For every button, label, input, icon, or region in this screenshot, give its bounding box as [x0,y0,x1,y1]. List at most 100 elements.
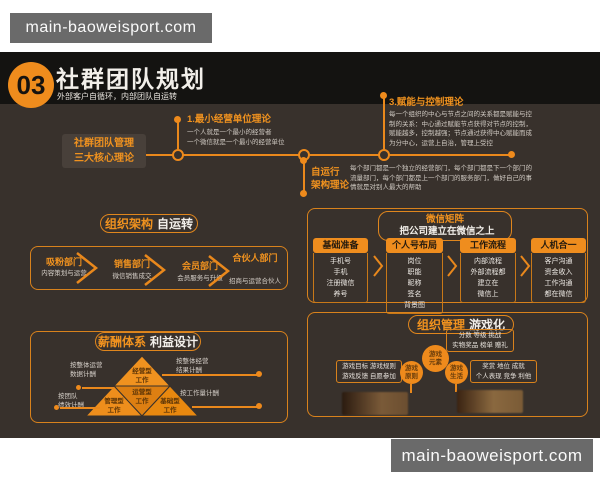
dept-4-desc: 招商与运营合伙人 [229,278,281,285]
card-body: 手机号 手机 注册微信 养号 [313,253,368,303]
watermark-bottom: main-baoweisport.com [391,439,593,472]
org-structure-title-rest: 自运转 [157,217,194,231]
card-item: 客户沟通 [544,258,573,265]
pay-line [60,407,100,409]
card-header: 个人号布局 [386,238,443,253]
pay-label-right-bottom: 按工作量计酬 [180,390,219,397]
chevron-right-icon [208,255,231,287]
tier-middle-label: 运营型 工作 [132,389,152,405]
theory-item-3-title: 3.赋能与控制理论 [389,97,464,108]
pay-dot [256,403,262,409]
wechat-matrix-title-em: 微信矩阵 [425,214,464,225]
compensation-title-rest: 利益设计 [150,335,199,349]
branch-line-3 [383,97,385,151]
theory-item-2-title: 自运行 架构理论 [311,167,350,191]
card-item: 微信上 [477,291,499,298]
chevron-right-icon [520,255,531,277]
theory-item-1-body: 一个人就是一个最小的经营者 一个微信就是一个最小的经营单位 [187,129,285,146]
org-structure-pill: 组织架构 自运转 [100,214,198,233]
card-item: 背景图 [404,302,425,309]
card-header: 基础准备 [313,238,368,253]
header-band [0,52,600,104]
card-item: 外部流程都 [470,269,506,276]
theory-box-label: 社群团队管理 三大核心理论 [62,134,146,168]
card-personal-account: 个人号布局 岗位 职能 昵称 签名 背景图 [386,238,443,314]
branch-dot-2a [300,157,307,164]
card-item: 职能 [407,269,422,276]
card-header: 工作流程 [460,238,516,253]
branch-line-2 [303,161,305,192]
connector-line [455,384,457,392]
card-item: 签名 [407,291,422,298]
card-item: 资金收入 [544,269,573,276]
pay-dot [256,371,262,377]
branch-dot-2b [300,190,307,197]
dept-4-name: 合伙人部门 [232,253,278,263]
departments-box [30,246,288,290]
timeline-end-dot [508,151,515,158]
pay-line [192,406,258,408]
watermark-top: main-baoweisport.com [10,13,212,43]
wechat-matrix-title-rest: 把公司建立在微信之上 [399,226,495,237]
gamification-box [307,312,588,417]
wechat-matrix-box [307,208,588,303]
pay-dot [54,405,59,410]
card-item: 昵称 [407,280,422,287]
branch-dot-1 [174,116,181,123]
org-structure-title-em: 组织架构 [104,217,153,231]
compensation-title-em: 薪酬体系 [97,335,146,349]
card-item: 建立在 [477,280,499,287]
game-principles-box: 游戏目标 游戏规则 游戏反馈 自愿参加 [336,360,402,383]
connector-line [410,384,412,393]
pay-label-right-top: 按整体经营 结果计酬 [176,358,209,374]
tier-bottom-right-label: 基础型 工作 [160,398,180,414]
card-item: 工作沟通 [544,280,573,287]
card-item: 内部流程 [474,258,502,265]
section-number-badge: 03 [8,62,54,108]
game-elements-box: 分数 等级 挑战 实物奖品 榜单 赠礼 [446,329,514,352]
page-title: 社群团队规划 [56,66,206,92]
pay-label-left-bottom: 按团队 绩效计酬 [58,393,84,409]
theory-item-2-body: 每个部门都是一个独立的经营部门，每个部门都是下一个部门的流量部门，每个部门都是上… [350,165,532,191]
card-item: 岗位 [407,258,422,265]
card-human-machine: 人机合一 客户沟通 资金收入 工作沟通 都在微信 [531,238,586,303]
branch-line-1 [177,120,179,151]
card-item: 手机号 [330,258,351,265]
game-principles-circle: 游戏 原则 [400,361,423,384]
chevron-right-icon [447,255,458,277]
card-item: 都在微信 [544,291,573,298]
card-basic-prep: 基础准备 手机号 手机 注册微信 养号 [313,238,368,303]
card-item: 手机 [333,269,348,276]
card-item: 注册微信 [326,280,355,287]
pay-dot [76,385,81,390]
theory-item-1-title: 1.最小经营单位理论 [187,114,271,125]
chevron-right-icon [373,255,384,277]
screenshot-thumbnail [342,392,408,415]
card-item: 养号 [333,291,348,298]
pay-line [82,387,114,389]
dept-3-desc: 会员服务与升级 [177,275,223,282]
gamification-pill: 组织管理 游戏化 [408,315,514,334]
tier-top-label: 经营型 工作 [132,368,152,384]
card-work-process: 工作流程 内部流程 外部流程都 建立在 微信上 [460,238,516,303]
compensation-box [30,331,288,423]
chevron-right-icon [144,254,167,286]
chevron-right-icon [76,252,99,284]
gamification-title-rest: 游戏化 [469,318,506,332]
gamification-title-em: 组织管理 [416,318,465,332]
page-subtitle: 外部客户自循环，内部团队自运转 [57,92,177,101]
branch-dot-3 [380,92,387,99]
dept-2-name: 销售部门 [113,259,150,269]
pay-label-left-top: 按整体运营 数据计酬 [70,362,103,378]
dept-1-name: 吸粉部门 [45,257,82,267]
screenshot-thumbnail [457,390,523,413]
card-body: 岗位 职能 昵称 签名 背景图 [386,253,443,314]
timeline-line [146,154,512,156]
game-life-circle: 游戏 生活 [445,361,468,384]
pyramid-diagram [84,355,200,417]
dept-3-name: 会员部门 [181,261,218,271]
game-life-box: 奖赏 地位 成就 个人表现 竞争 利他 [470,360,537,383]
card-body: 客户沟通 资金收入 工作沟通 都在微信 [531,253,586,303]
compensation-pill: 薪酬体系 利益设计 [95,332,201,351]
